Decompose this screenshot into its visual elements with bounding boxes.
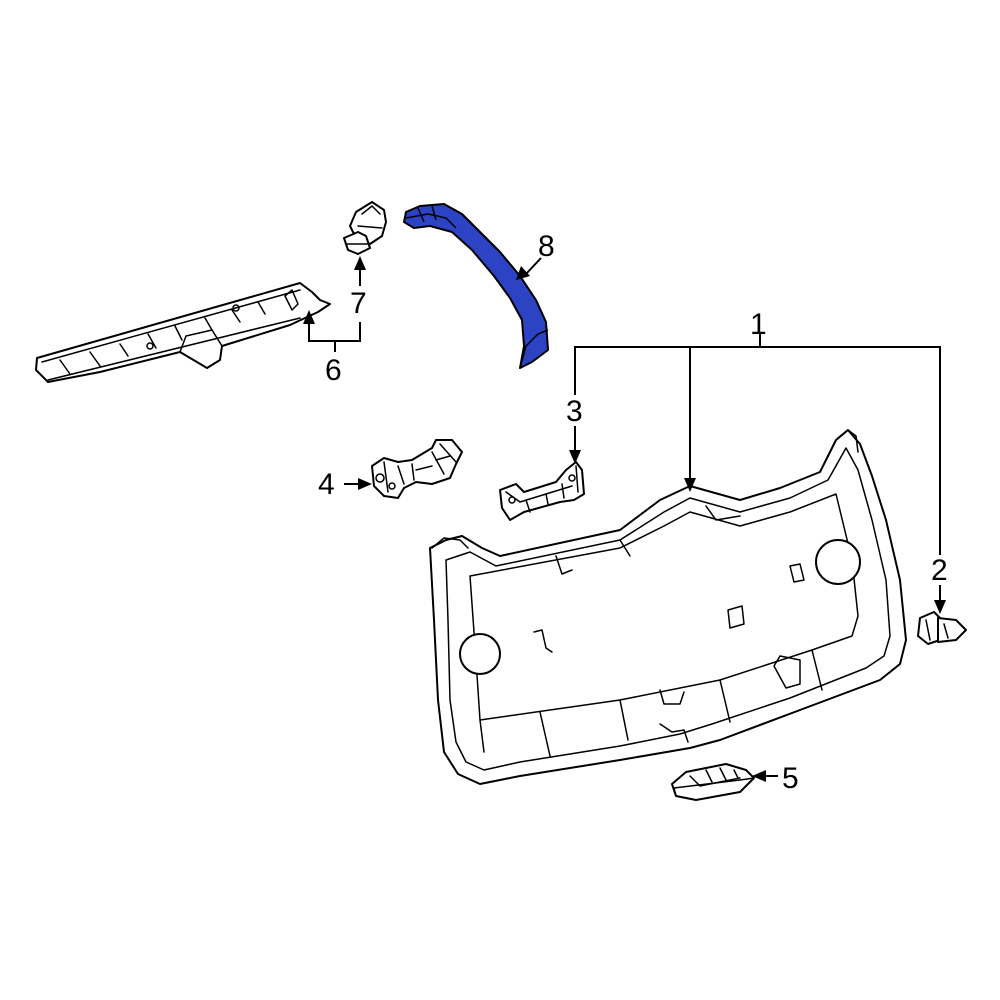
part-2-clip[interactable]	[917, 611, 967, 645]
part-1-trim-panel[interactable]	[429, 429, 907, 785]
callout-4: 4	[318, 468, 335, 501]
part-4-bracket[interactable]	[371, 439, 463, 499]
part-7-clip[interactable]	[343, 201, 387, 255]
callout-1: 1	[750, 308, 767, 341]
part-5-cover[interactable]	[671, 763, 755, 801]
callout-5: 5	[782, 762, 799, 795]
callout-8: 8	[538, 230, 555, 263]
part-3-bracket[interactable]	[499, 461, 585, 521]
callout-2: 2	[931, 554, 948, 587]
callout-6: 6	[325, 354, 342, 387]
part-8-pillar-trim[interactable]	[403, 203, 549, 369]
callout-3: 3	[566, 395, 583, 428]
part-6-rail[interactable]	[35, 282, 331, 383]
callout-7: 7	[350, 287, 367, 320]
leader-lines	[303, 256, 946, 782]
